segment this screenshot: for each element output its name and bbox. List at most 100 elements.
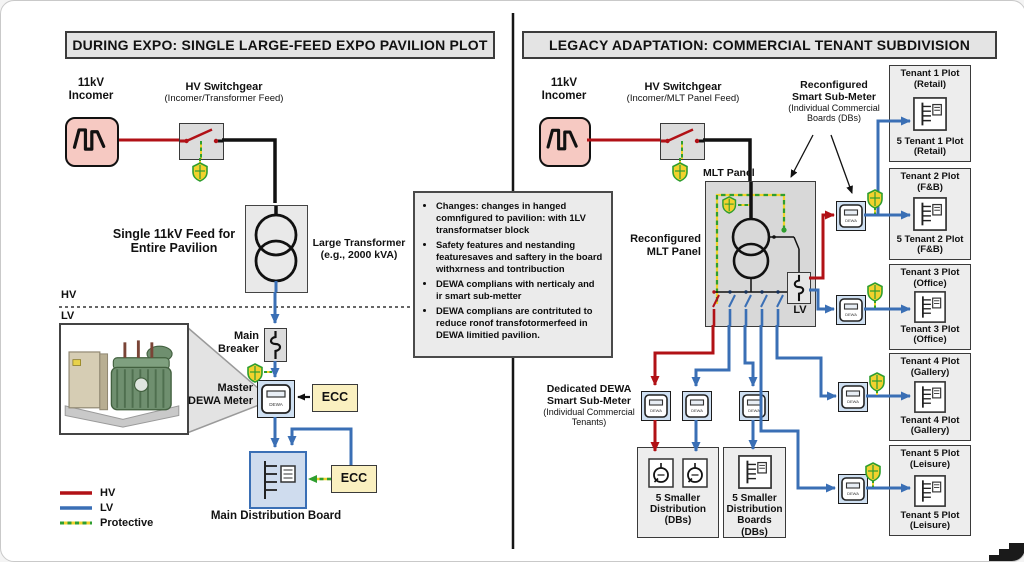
main-breaker-label: Main Breaker [197, 330, 259, 355]
meter-face-icon: DEWA [839, 204, 863, 228]
tenant-3-plot-box: Tenant 3 Plot(Office) Tenant 3 Plot(Offi… [889, 264, 971, 350]
dedicated-line4: Tenants) [571, 417, 607, 428]
tenant-4-sub: Tenant 4 Plot(Gallery) [900, 414, 960, 437]
breaker-icon [793, 274, 805, 302]
tenant-1-title: Tenant 1 Plot(Retail) [900, 68, 960, 90]
incomer-label-line2: Incomer [68, 90, 114, 103]
dedicated-line3: (Individual Commercial [543, 407, 635, 418]
smart-submeter-2: DEWA [836, 295, 866, 325]
lv-breaker-box [787, 272, 811, 304]
distribution-board-icon [913, 96, 947, 131]
smaller-distribution-box-2: 5 Smaller Distribution Boards (DBs) [723, 447, 786, 538]
label-arrow-2 [830, 134, 853, 194]
hv-switchgear-box-right [660, 123, 705, 160]
breaker-label-line1: Main [233, 330, 259, 342]
incomer-right-line1: 11kV [550, 77, 578, 89]
meter-face-icon: DEWA [841, 477, 865, 501]
distribution-board-icon [913, 197, 947, 231]
changes-list: Changes: changes in hanged comnfigured t… [421, 200, 603, 341]
box2-line3: Boards [737, 515, 772, 527]
mdb-label: Main Distribution Board [210, 510, 342, 522]
label-arrow-1 [790, 134, 814, 178]
incomer-icon [65, 117, 119, 167]
hv-line-sample [60, 490, 92, 495]
legend: HV LV Protective [59, 485, 153, 530]
changes-bullet-2: Safety features and nestanding featuresa… [436, 239, 603, 275]
svg-text:DEWA: DEWA [650, 408, 662, 413]
box1-line1: 5 Smaller [655, 493, 701, 504]
box2-line1: 5 Smaller [732, 493, 777, 504]
changes-bullet-4: DEWA complians are contrituted to reduce… [436, 305, 603, 341]
switchgear-title-right: HV Switchgear [644, 81, 722, 93]
tenant-2-title: Tenant 2 Plot(F&B) [900, 171, 960, 193]
meter-face-icon: DEWA [644, 394, 668, 418]
ecc-box-2: ECC [331, 465, 377, 493]
dedicated-line2: Smart Sub-Meter [546, 395, 631, 408]
mlt-panel-label: MLT Panel [703, 167, 755, 179]
dedicated-line1: Dedicated DEWA [546, 383, 632, 395]
submeter-line3: (Individual Commercial [788, 103, 880, 114]
box2-line2: Distribution [726, 504, 783, 516]
tenant-3-sub: Tenant 3 Plot(Office) [900, 323, 960, 346]
feeder-2 [691, 325, 731, 387]
single-feed-line1: Single 11kV Feed for [112, 227, 236, 241]
box2-line4: (DBs) [741, 526, 768, 538]
switchgear-subtitle-right: (Incomer/MLT Panel Feed) [626, 92, 740, 104]
dedicated-submeter-3: DEWA [739, 391, 769, 421]
load-symbol-icon [648, 458, 674, 488]
legend-row-lv: LV [59, 500, 153, 515]
switchgear-subtitle: (Incomer/Transformer Feed) [164, 92, 284, 104]
left-panel-title: DURING EXPO: SINGLE LARGE-FEED EXPO PAVI… [65, 31, 495, 59]
protective-shield-icon [865, 462, 881, 482]
svg-text:DEWA: DEWA [691, 408, 703, 413]
protective-shield-icon [867, 282, 883, 302]
smart-submeter-3: DEWA [838, 382, 868, 412]
reconfigured-line1: Reconfigured [630, 233, 701, 245]
master-dewa-meter: DEWA [257, 380, 295, 418]
submeter-line4: Boards (DBs) [806, 113, 861, 124]
distribution-board-icon [914, 474, 946, 507]
dedicated-submeter-2: DEWA [682, 391, 712, 421]
box1-line3: (DBs) [664, 515, 692, 527]
svg-text:DEWA: DEWA [845, 218, 857, 223]
meter-face-icon: DEWA [685, 394, 709, 418]
svg-text:DEWA: DEWA [748, 408, 760, 413]
reconfigured-submeter-label: Reconfigured Smart Sub-Meter (Individual… [763, 79, 905, 124]
reconfigured-line2: MLT Panel [646, 245, 701, 258]
feeder-1-red [650, 325, 715, 386]
hv-switchgear-box-left [179, 123, 224, 160]
right-panel-title: LEGACY ADAPTATION: COMMERCIAL TENANT SUB… [522, 31, 997, 59]
transformer-illustration-icon [64, 340, 180, 428]
switchgear-to-transformer-wire [222, 138, 277, 203]
box2-label: 5 Smaller Distribution Boards (DBs) [724, 493, 785, 538]
svg-text:DEWA: DEWA [845, 312, 857, 317]
reconfigured-mlt-label: Reconfigured MLT Panel [615, 233, 701, 258]
meter-face-icon: DEWA [839, 298, 863, 322]
tenant-1-sub: 5 Tenant 1 Plot(Retail) [896, 135, 964, 158]
single-feed-label: Single 11kV Feed for Entire Pavilion [103, 227, 245, 256]
protective-shield-icon [247, 363, 263, 383]
lv-zone-label: LV [61, 310, 75, 322]
busbar-icon [264, 461, 296, 499]
mlt-panel-internals [712, 182, 800, 326]
changes-bullet-3: DEWA complians with nerticaly and ir sma… [436, 278, 603, 302]
meter-label-line1: Master [217, 382, 253, 394]
transformer-label-line2: (e.g., 2000 kVA) [320, 249, 398, 262]
protective-shield-icon [192, 162, 208, 182]
lv-line-sample [60, 505, 92, 510]
transformer-label-line1: Large Transformer [312, 237, 406, 249]
switch-icon [661, 128, 704, 159]
waveform-icon [72, 128, 106, 151]
legend-lv-label: LV [100, 501, 114, 514]
switchgear-title: HV Switchgear [185, 81, 263, 93]
svg-text:DEWA: DEWA [847, 399, 859, 404]
large-transformer-box [245, 205, 308, 293]
corner-watermark [989, 543, 1024, 561]
meter-face-icon: DEWA [261, 384, 291, 414]
shield-icon [722, 196, 737, 214]
dedicated-submeter-label: Dedicated DEWA Smart Sub-Meter (Individu… [525, 383, 653, 428]
smart-submeter-4: DEWA [838, 474, 868, 504]
protective-line-sample [60, 521, 92, 524]
meter-face-icon: DEWA [841, 385, 865, 409]
